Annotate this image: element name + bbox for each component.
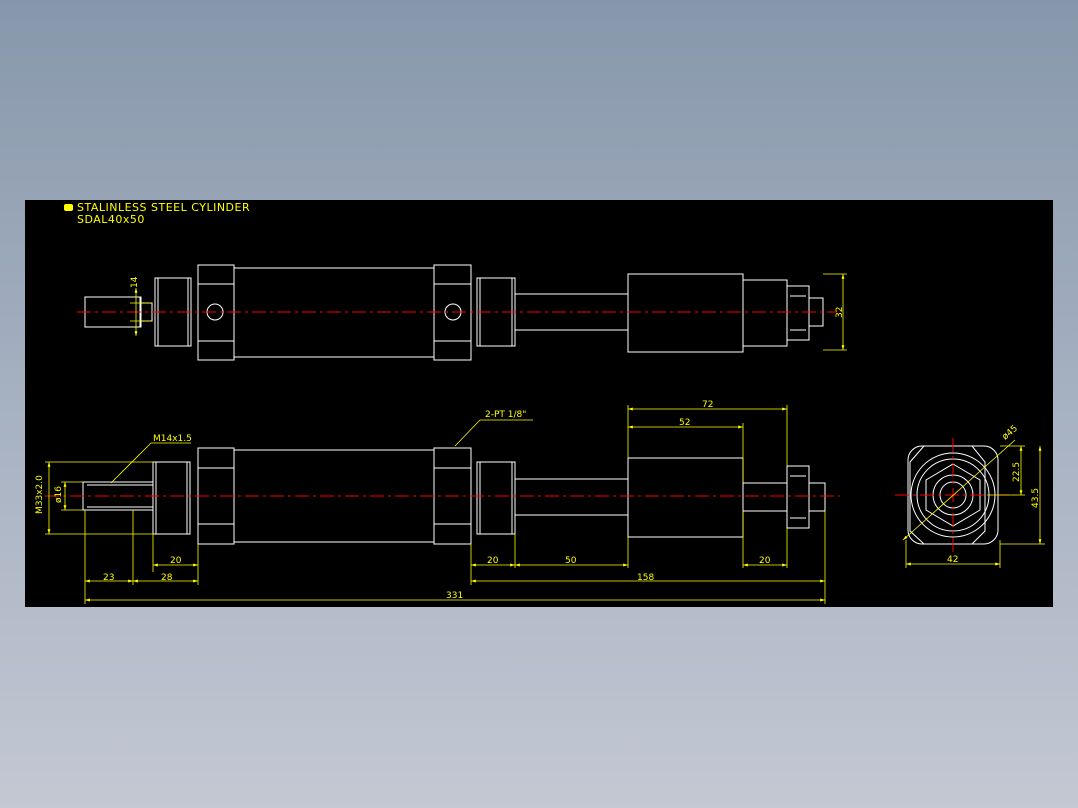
- rod-end-nut: [786, 285, 810, 341]
- dim-20b: 20: [487, 556, 499, 566]
- dim-52: 52: [679, 418, 690, 428]
- dim-14: 14: [130, 276, 140, 288]
- front-view-nut: [786, 465, 810, 529]
- dim-158: 158: [637, 573, 654, 583]
- top-dims: [130, 273, 847, 351]
- dim-72: 72: [702, 400, 713, 410]
- dim-23: 23: [103, 573, 114, 583]
- rod-clevis: [627, 273, 744, 353]
- title-bullet-icon: [64, 204, 73, 211]
- dim-28: 28: [161, 573, 173, 583]
- dim-43-5: 43.5: [1031, 488, 1041, 508]
- dim-20c: 20: [759, 556, 771, 566]
- drawing-sheet: STALINLESS STEEL CYLINDER SDAL40x50: [25, 200, 1053, 607]
- dim-32: 32: [835, 307, 845, 318]
- cad-drawing: 14 32: [35, 264, 1045, 604]
- dim-331: 331: [446, 591, 463, 601]
- dim-20a: 20: [170, 556, 182, 566]
- front-dims: [45, 405, 826, 604]
- front-view-rod-end: [82, 481, 154, 511]
- dim-dia45: ø45: [1001, 424, 1020, 443]
- drawing-model: SDAL40x50: [77, 213, 145, 226]
- dim-port: 2-PT 1/8": [485, 410, 526, 420]
- dim-dia16: ø16: [54, 486, 64, 503]
- drawing-title: STALINLESS STEEL CYLINDER: [77, 201, 251, 214]
- dim-22-5: 22.5: [1012, 462, 1022, 482]
- front-view-clevis: [627, 457, 744, 538]
- front-view-rod: [514, 478, 629, 516]
- end-dims: [902, 439, 1045, 568]
- dim-42: 42: [947, 555, 958, 565]
- dim-m33: M33x2.0: [35, 475, 45, 514]
- dim-50: 50: [565, 556, 577, 566]
- dim-m14: M14x1.5: [153, 434, 192, 444]
